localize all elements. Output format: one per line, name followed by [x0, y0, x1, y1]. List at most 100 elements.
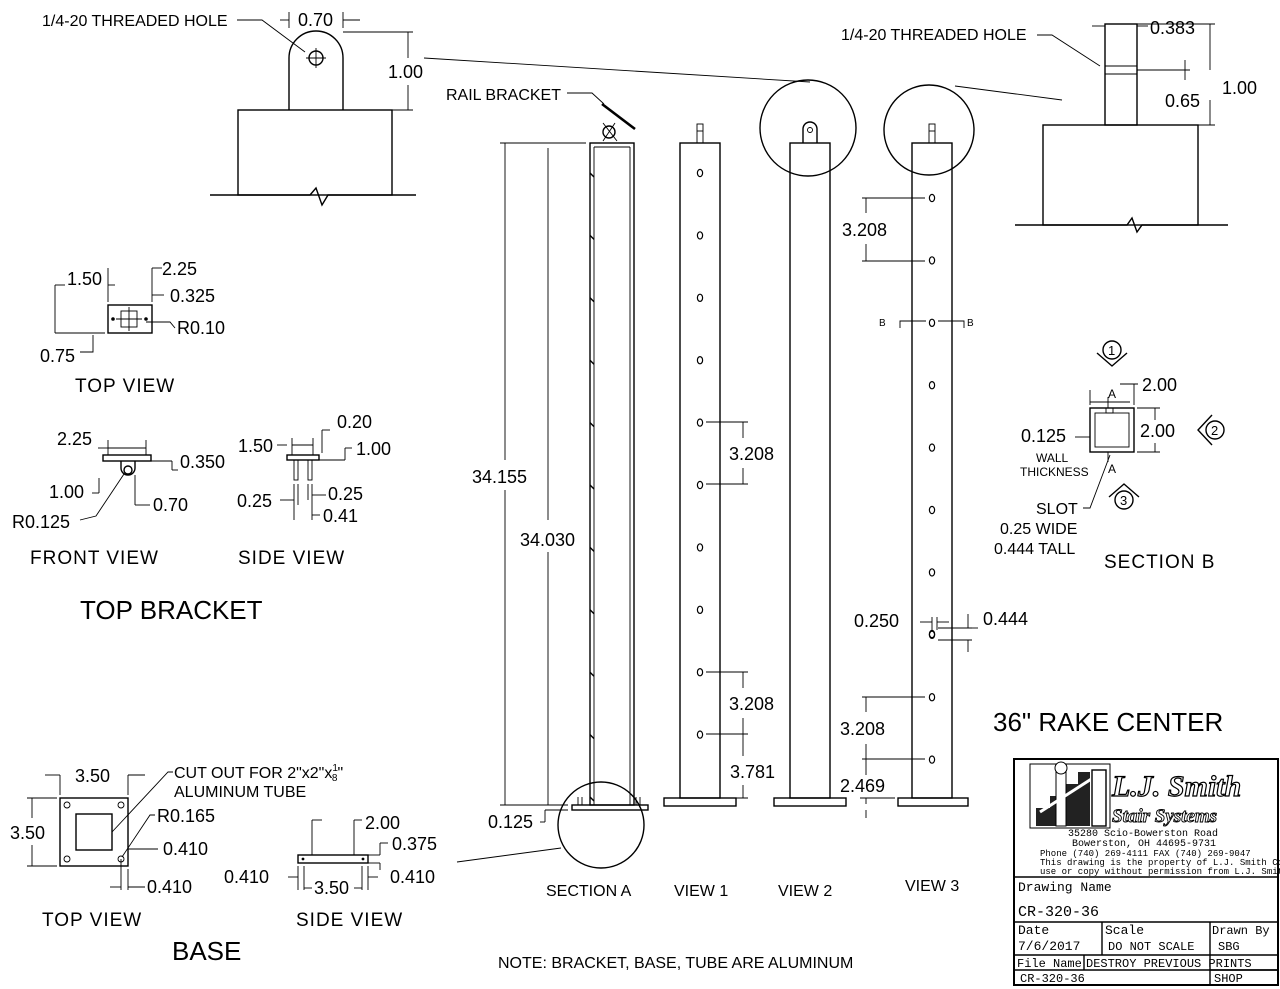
address-line-2: Bowerston, OH 44695-9731: [1072, 839, 1216, 850]
baluster-hole: [696, 543, 704, 552]
view-3: 3.208 B B 0.250 0.444 3.208 2.469 VIEW 3: [840, 84, 1028, 895]
dim-2-25-top: 2.25: [162, 259, 197, 279]
dim-0-410-c: 0.410: [224, 867, 269, 887]
dim-3-781: 3.781: [730, 762, 775, 782]
section-a-tick-marks: [589, 172, 595, 802]
address-line-1: 35280 Scio-Bowerston Road: [1068, 828, 1218, 840]
dim-3-208-v1-lower: 3.208: [729, 694, 774, 714]
dim-2-469: 2.469: [840, 776, 885, 796]
dim-0-70: 0.70: [298, 10, 333, 30]
dim-0-250: 0.250: [854, 611, 899, 631]
baluster-hole: [696, 293, 704, 302]
destroy-prints-note: DESTROY PREVIOUS PRINTS: [1086, 957, 1252, 971]
rake-center-title: 36" RAKE CENTER: [993, 707, 1223, 737]
dim-0-410-a: 0.410: [163, 839, 208, 859]
scale-label: Scale: [1105, 923, 1144, 938]
dim-r0-125: R0.125: [12, 512, 70, 532]
tube-hole-mark: [589, 484, 595, 490]
file-name-value: CR-320-36: [1020, 972, 1085, 986]
wall-label-2: THICKNESS: [1020, 465, 1089, 479]
dim-0-20: 0.20: [337, 412, 372, 432]
dim-1-00-right: 1.00: [1222, 78, 1257, 98]
dim-0-125-wall: 0.125: [1021, 426, 1066, 446]
top-bracket-title: TOP BRACKET: [80, 595, 263, 625]
dim-0-75: 0.75: [40, 346, 75, 366]
tube-hole-mark: [589, 234, 595, 240]
drawing-name-label: Drawing Name: [1018, 880, 1112, 895]
dim-0-125-base: 0.125: [488, 812, 533, 832]
baluster-hole: [928, 755, 936, 764]
cut-a-top: A: [1108, 387, 1116, 401]
leader-line: [423, 57, 811, 83]
title-block: L.J. Smith Stair Systems 35280 Scio-Bowe…: [1013, 758, 1280, 986]
base-side-view-label: SIDE VIEW: [296, 910, 403, 931]
view-2: VIEW 2: [759, 79, 857, 900]
section-b: A A 2.00 2.00 0.125 WALL THICKNESS SLOT …: [994, 340, 1225, 573]
top-detail-right: 1/4-20 THREADED HOLE 0.383 1.00 0.65: [841, 18, 1257, 234]
dim-2-00-height: 2.00: [1140, 421, 1175, 441]
property-line-2: use or copy without permission from L.J.…: [1040, 867, 1280, 877]
view-2-label: VIEW 2: [778, 883, 832, 900]
rail-bracket-label: RAIL BRACKET: [446, 87, 561, 104]
baluster-hole: [696, 231, 704, 240]
dim-1-00-left: 1.00: [388, 62, 423, 82]
baluster-hole: [696, 605, 704, 615]
file-name-label: File Name: [1017, 957, 1082, 971]
slot-label-1: SLOT: [1036, 501, 1078, 518]
dim-0-383: 0.383: [1150, 18, 1195, 38]
base-side-view: 2.00 0.375 0.410 3.50 0.410 SIDE VIEW: [224, 813, 437, 931]
date-value: 7/6/2017: [1018, 939, 1080, 954]
tube-hole-mark: [589, 422, 595, 428]
dim-0-25-left: 0.25: [237, 491, 272, 511]
dim-1-00-front: 1.00: [49, 482, 84, 502]
phone-line: Phone (740) 269-4111 FAX (740) 269-9047: [1040, 849, 1251, 859]
company-name: L.J. Smith: [1111, 770, 1241, 803]
dim-0-70-front: 0.70: [153, 495, 188, 515]
section-a: RAIL BRACKET 34.155 34.030 0.125 SECTION…: [446, 87, 649, 900]
dim-1-50-top: 1.50: [67, 269, 102, 289]
dim-r0-10: R0.10: [177, 318, 225, 338]
baluster-hole: [928, 443, 936, 452]
baluster-hole: [928, 505, 936, 515]
dim-2-25-front: 2.25: [57, 429, 92, 449]
baluster-hole: [696, 168, 704, 178]
slot-label-2: 0.25 WIDE: [1000, 521, 1077, 538]
baluster-hole: [928, 193, 936, 203]
dim-3-208-v1-upper: 3.208: [729, 444, 774, 464]
dim-3-50-side: 3.50: [314, 878, 349, 898]
base-top-view-label: TOP VIEW: [42, 910, 142, 931]
view-3-label: VIEW 3: [905, 878, 959, 895]
dim-r0-165: R0.165: [157, 806, 215, 826]
view-1: 3.208 3.208 3.781 VIEW 1: [663, 123, 775, 900]
tube-hole-mark: [589, 546, 595, 552]
tube-hole-mark: [589, 734, 595, 740]
tube-hole-mark: [589, 609, 595, 615]
fraction-close: ": [337, 765, 343, 782]
property-line-1: This drawing is the property of L.J. Smi…: [1040, 858, 1280, 868]
material-note: NOTE: BRACKET, BASE, TUBE ARE ALUMINUM: [498, 955, 853, 972]
baluster-hole: [928, 318, 936, 327]
top-bracket-detail-left: 1/4-20 THREADED HOLE 0.70 1.00: [42, 10, 423, 207]
side-view-label: SIDE VIEW: [238, 548, 345, 569]
hole-label-right: 1/4-20 THREADED HOLE: [841, 27, 1027, 44]
dim-34-155: 34.155: [472, 467, 527, 487]
cut-label-b-right: B: [967, 318, 974, 329]
fraction-numerator: 1: [332, 763, 338, 774]
dim-0-25-right: 0.25: [328, 484, 363, 504]
dim-1-50-side: 1.50: [238, 436, 273, 456]
leader-line: [456, 847, 562, 863]
bracket-top-view: 2.25 1.50 0.325 R0.10 0.75 TOP VIEW: [40, 259, 225, 397]
dim-0-41: 0.41: [323, 506, 358, 526]
dim-0-325: 0.325: [170, 286, 215, 306]
tube-hole-mark: [589, 796, 595, 802]
baluster-hole: [928, 381, 936, 390]
dim-0-444: 0.444: [983, 609, 1028, 629]
shop-label: SHOP: [1214, 972, 1243, 986]
scale-value: DO NOT SCALE: [1108, 940, 1194, 954]
dim-3-208-v3-bottom: 3.208: [840, 719, 885, 739]
dim-2-00-width: 2.00: [1142, 375, 1177, 395]
view-1-label: VIEW 1: [674, 883, 728, 900]
